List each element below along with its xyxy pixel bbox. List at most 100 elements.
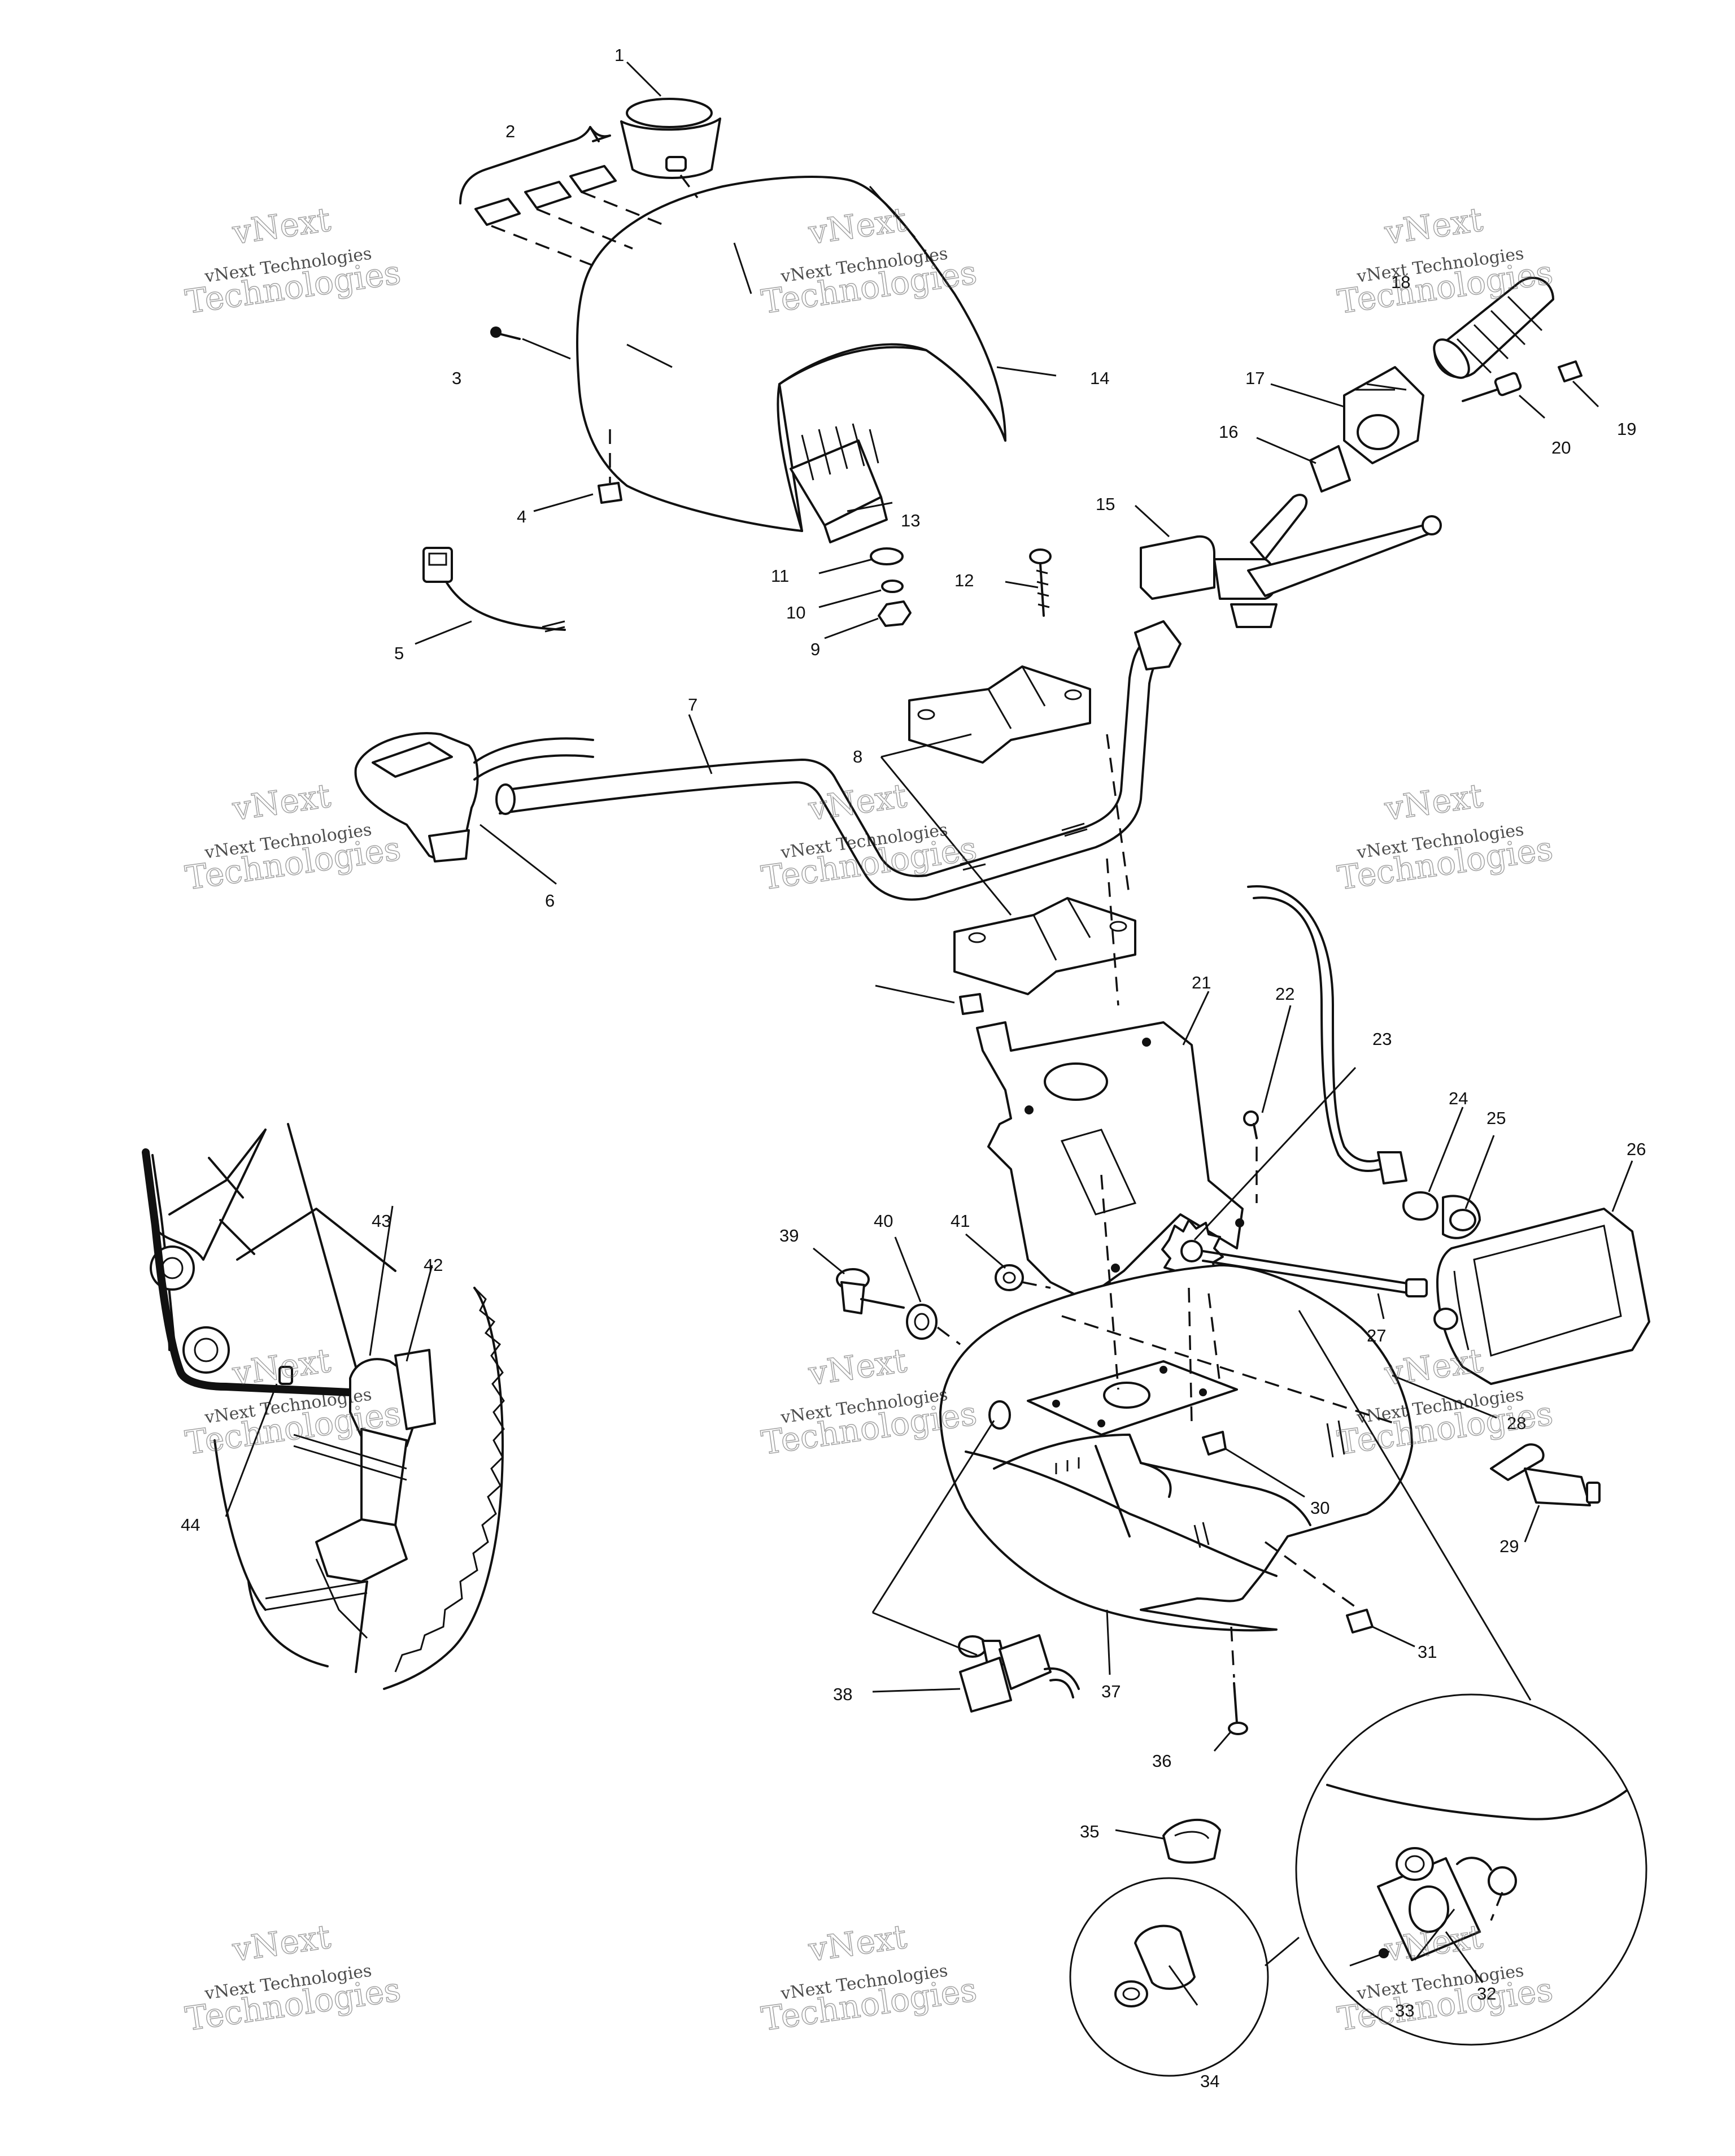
callout-37: 37 [1101, 1682, 1121, 1701]
hand-grip-part [1433, 276, 1554, 379]
watermark-6: vNext vNext Technologies Technologies [1335, 776, 1555, 898]
callout-34: 34 [1200, 2071, 1219, 2091]
watermark-5: vNext vNext Technologies Technologies [758, 776, 979, 898]
handlebar-cover-part [576, 176, 1006, 532]
screw-part-36 [1228, 1682, 1248, 1735]
callout-19: 19 [1617, 419, 1636, 439]
clip-nut-part-31 [1346, 1609, 1374, 1634]
callout-2: 2 [505, 121, 515, 141]
clip-nut-part-lower [959, 993, 984, 1015]
callout-10: 10 [786, 603, 805, 622]
bolt-part-12 [1029, 548, 1052, 617]
svg-text:vNext: vNext [806, 776, 909, 828]
svg-text:vNext: vNext [230, 1341, 333, 1393]
light-switch-part [1490, 1443, 1601, 1506]
callout-32: 32 [1477, 1984, 1496, 2003]
lower-clamp-part [953, 897, 1136, 995]
lock-washer-part [881, 580, 904, 593]
brake-caliper-detail [142, 1123, 505, 1690]
harness-wire-part [1247, 885, 1407, 1184]
callout-9: 9 [810, 639, 820, 659]
washer-part-41 [995, 1264, 1024, 1291]
svg-text:vNext: vNext [806, 1917, 909, 1969]
nut-part [878, 600, 912, 627]
svg-text:vNext: vNext [230, 200, 333, 252]
callout-35: 35 [1080, 1822, 1099, 1841]
callout-4-upper: 4 [517, 507, 526, 526]
callout-43: 43 [372, 1211, 391, 1231]
callout-1: 1 [614, 45, 624, 65]
callout-39: 39 [779, 1226, 799, 1245]
callout-numbers: 1 2 3 4 5 6 7 8 9 10 11 12 13 14 15 16 1… [181, 45, 1646, 2091]
callout-3: 3 [452, 368, 461, 388]
watermark-12: vNext vNext Technologies Technologies [1335, 1917, 1555, 2039]
leader-lines [225, 61, 1633, 2006]
callout-14: 14 [1090, 368, 1109, 388]
callout-36: 36 [1152, 1751, 1171, 1771]
screw-part-22 [1243, 1110, 1259, 1139]
handlebar-tube-part [499, 620, 1182, 901]
end-cap-part [1558, 360, 1583, 382]
svg-text:vNext: vNext [230, 776, 333, 828]
svg-text:vNext: vNext [230, 1917, 333, 1969]
callout-5: 5 [394, 643, 404, 663]
left-switch-housing-part [354, 732, 594, 863]
watermark-1: vNext vNext Technologies Technologies [182, 200, 403, 322]
callout-41: 41 [951, 1211, 970, 1231]
callout-13: 13 [901, 511, 920, 530]
callout-16: 16 [1219, 422, 1238, 442]
harness-connector-part [790, 423, 888, 543]
callout-8: 8 [853, 747, 862, 766]
detail-circle-small [1069, 1877, 1269, 2077]
callout-12: 12 [954, 570, 974, 590]
callout-31: 31 [1418, 1642, 1437, 1662]
switch-connector-part [422, 547, 566, 633]
svg-text:vNext: vNext [1382, 200, 1485, 252]
callout-25: 25 [1486, 1108, 1506, 1128]
grommet-part [906, 1304, 938, 1340]
bushing-part [1309, 445, 1351, 493]
callout-11: 11 [771, 566, 789, 586]
brake-master-cylinder-part [1140, 494, 1442, 628]
callout-15: 15 [1096, 494, 1115, 514]
callout-20: 20 [1551, 438, 1571, 458]
svg-text:vNext: vNext [806, 1341, 909, 1393]
throttle-housing-part [1343, 366, 1424, 464]
callout-42: 42 [424, 1255, 443, 1275]
callout-40: 40 [874, 1211, 893, 1231]
cable-clamp-part [1162, 1818, 1221, 1864]
callout-21: 21 [1192, 973, 1211, 992]
detail-circle-large [1295, 1693, 1647, 2046]
callout-30: 30 [1310, 1498, 1329, 1518]
callout-17: 17 [1245, 368, 1265, 388]
svg-text:vNext: vNext [1382, 1341, 1485, 1393]
headlight-part [1433, 1208, 1650, 1385]
key-switch-part [958, 1634, 1080, 1713]
choke-knob-part [836, 1268, 905, 1314]
upper-clamp-part [908, 665, 1091, 764]
screw-part-3 [490, 326, 521, 340]
callout-29: 29 [1499, 1536, 1519, 1556]
watermark-11: vNext vNext Technologies Technologies [758, 1917, 979, 2039]
callout-28: 28 [1507, 1413, 1526, 1433]
gauge-cup-part [620, 98, 721, 179]
callout-22: 22 [1275, 984, 1294, 1004]
callout-38: 38 [833, 1684, 852, 1704]
callout-23: 23 [1372, 1029, 1392, 1049]
callout-18: 18 [1391, 272, 1410, 292]
callout-6: 6 [545, 891, 555, 911]
callout-24: 24 [1449, 1088, 1468, 1108]
callout-33: 33 [1395, 2001, 1414, 2020]
callout-44: 44 [181, 1515, 200, 1535]
callout-27: 27 [1367, 1326, 1386, 1345]
svg-text:vNext: vNext [1382, 776, 1485, 828]
callout-7: 7 [688, 695, 698, 715]
clip-nut-part [598, 482, 622, 504]
headlight-bracket-part [976, 1021, 1244, 1300]
socket-ring-part [1402, 1191, 1438, 1221]
washer-part [870, 547, 904, 565]
callout-26: 26 [1627, 1139, 1646, 1159]
lower-fairing-part [939, 1264, 1413, 1632]
indicator-lenses-part [459, 126, 617, 226]
